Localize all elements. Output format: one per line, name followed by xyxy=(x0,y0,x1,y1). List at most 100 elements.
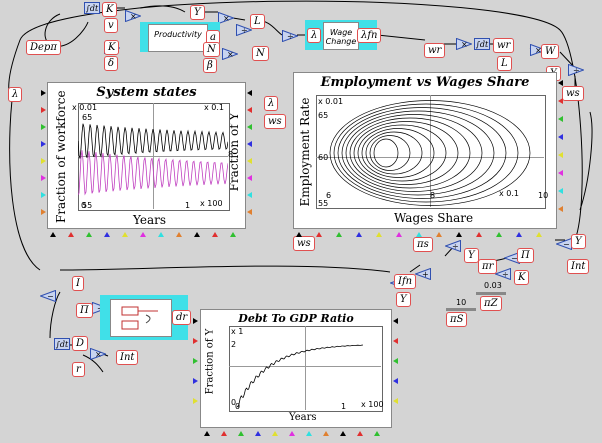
port-marker[interactable] xyxy=(393,378,398,384)
port-marker[interactable] xyxy=(247,90,252,96)
port-marker[interactable] xyxy=(393,398,398,404)
integrate-operator[interactable]: ∫dt xyxy=(474,38,490,50)
var-L-right[interactable]: L xyxy=(497,56,512,71)
add-operator[interactable]: + xyxy=(415,268,431,280)
var-Pi-left[interactable]: Π xyxy=(76,303,93,318)
multiply-operator[interactable]: × xyxy=(222,48,238,60)
port-marker[interactable] xyxy=(356,232,362,237)
port-marker[interactable] xyxy=(204,431,210,436)
port-marker[interactable] xyxy=(516,232,522,237)
port-marker[interactable] xyxy=(41,158,46,164)
debt-to-gdp-plot[interactable]: Debt To GDP Ratio Fraction of Y Years x … xyxy=(200,309,392,428)
port-marker[interactable] xyxy=(247,141,252,147)
port-marker[interactable] xyxy=(41,192,46,198)
port-marker[interactable] xyxy=(416,232,422,237)
port-marker[interactable] xyxy=(247,107,252,113)
port-marker[interactable] xyxy=(41,107,46,113)
var-lambda-fn[interactable]: λfn xyxy=(357,28,382,43)
port-marker[interactable] xyxy=(50,232,56,237)
param-pi-Z-label[interactable]: πZ xyxy=(480,296,502,311)
port-marker[interactable] xyxy=(176,232,182,237)
var-Int-right[interactable]: Int xyxy=(567,259,590,274)
var-I-left[interactable]: I xyxy=(72,276,84,291)
var-pi-r[interactable]: πr xyxy=(478,259,498,274)
port-marker[interactable] xyxy=(558,116,563,122)
var-beta[interactable]: β xyxy=(203,58,217,73)
port-marker[interactable] xyxy=(247,209,252,215)
port-marker[interactable] xyxy=(221,431,227,436)
debt-ratio-group[interactable]: dr xyxy=(100,295,192,340)
employment-vs-wages-plot[interactable]: Employment vs Wages Share Employment Rat… xyxy=(293,72,557,229)
multiply-operator[interactable]: × xyxy=(125,10,141,22)
var-lambda-left[interactable]: λ xyxy=(8,87,23,102)
port-marker[interactable] xyxy=(247,158,252,164)
divide-operator[interactable]: ÷ xyxy=(445,240,461,252)
param-pi-Z-slider[interactable] xyxy=(476,292,506,295)
param-pi-S-label[interactable]: πS xyxy=(446,312,468,327)
port-marker[interactable] xyxy=(289,431,295,436)
port-marker[interactable] xyxy=(558,206,563,212)
multiply-operator[interactable]: × xyxy=(218,12,234,24)
port-marker[interactable] xyxy=(376,232,382,237)
port-marker[interactable] xyxy=(558,98,563,104)
divide-operator[interactable]: ÷ xyxy=(568,64,584,76)
port-marker[interactable] xyxy=(247,124,252,130)
port-marker[interactable] xyxy=(316,232,322,237)
port-marker[interactable] xyxy=(476,232,482,237)
var-N-mid[interactable]: N xyxy=(252,46,269,61)
port-marker[interactable] xyxy=(456,232,462,237)
port-marker[interactable] xyxy=(393,358,398,364)
port-marker[interactable] xyxy=(323,431,329,436)
port-marker[interactable] xyxy=(496,232,502,237)
port-marker[interactable] xyxy=(158,232,164,237)
port-marker[interactable] xyxy=(436,232,442,237)
var-Pi-right[interactable]: Π xyxy=(517,248,534,263)
multiply-operator[interactable]: × xyxy=(530,44,546,56)
divide-operator[interactable]: ÷ xyxy=(236,24,252,36)
var-r[interactable]: r xyxy=(72,362,85,377)
multiply-operator[interactable]: × xyxy=(456,38,472,50)
port-marker[interactable] xyxy=(193,318,198,324)
port-marker[interactable] xyxy=(393,318,398,324)
port-marker[interactable] xyxy=(558,188,563,194)
port-marker[interactable] xyxy=(194,232,200,237)
port-marker[interactable] xyxy=(41,209,46,215)
var-Y-pi[interactable]: Y xyxy=(464,248,479,263)
var-I-fn[interactable]: Ifn xyxy=(394,274,417,289)
port-marker[interactable] xyxy=(306,431,312,436)
var-K-right[interactable]: K xyxy=(514,270,530,285)
var-lambda-mid[interactable]: λ xyxy=(264,96,279,111)
port-marker[interactable] xyxy=(255,431,261,436)
divide-operator[interactable]: ÷ xyxy=(495,268,511,280)
multiply-operator[interactable]: × xyxy=(90,348,106,360)
port-marker[interactable] xyxy=(193,398,198,404)
port-marker[interactable] xyxy=(41,175,46,181)
port-marker[interactable] xyxy=(558,170,563,176)
var-w-s-right[interactable]: ws xyxy=(562,86,584,101)
integrate-operator[interactable]: ∫dt xyxy=(84,2,100,14)
port-marker[interactable] xyxy=(396,232,402,237)
port-marker[interactable] xyxy=(68,232,74,237)
port-marker[interactable] xyxy=(558,80,563,86)
system-states-plot[interactable]: System states Fraction of workforce Frac… xyxy=(47,82,246,229)
wage-change-group[interactable]: λ Wage Change λfn xyxy=(305,20,382,50)
var-W[interactable]: W xyxy=(541,44,560,59)
port-marker[interactable] xyxy=(122,232,128,237)
port-marker[interactable] xyxy=(193,378,198,384)
var-v[interactable]: v xyxy=(104,18,118,33)
var-delta[interactable]: δ xyxy=(104,56,119,71)
var-w-s-mid[interactable]: ws xyxy=(264,114,286,129)
port-marker[interactable] xyxy=(247,175,252,181)
var-dep-pi[interactable]: Depπ xyxy=(26,40,61,55)
port-marker[interactable] xyxy=(41,124,46,130)
divide-operator[interactable]: ÷ xyxy=(282,30,298,42)
integrate-operator[interactable]: ∫dt xyxy=(54,338,70,350)
var-w-s-bottom[interactable]: ws xyxy=(293,236,315,251)
port-marker[interactable] xyxy=(86,232,92,237)
var-Int-bottom[interactable]: Int xyxy=(116,350,139,365)
port-marker[interactable] xyxy=(357,431,363,436)
subtract-operator[interactable]: − xyxy=(556,238,572,250)
var-w-r2[interactable]: wr xyxy=(493,38,515,53)
port-marker[interactable] xyxy=(41,141,46,147)
var-lambda[interactable]: λ xyxy=(307,28,322,43)
